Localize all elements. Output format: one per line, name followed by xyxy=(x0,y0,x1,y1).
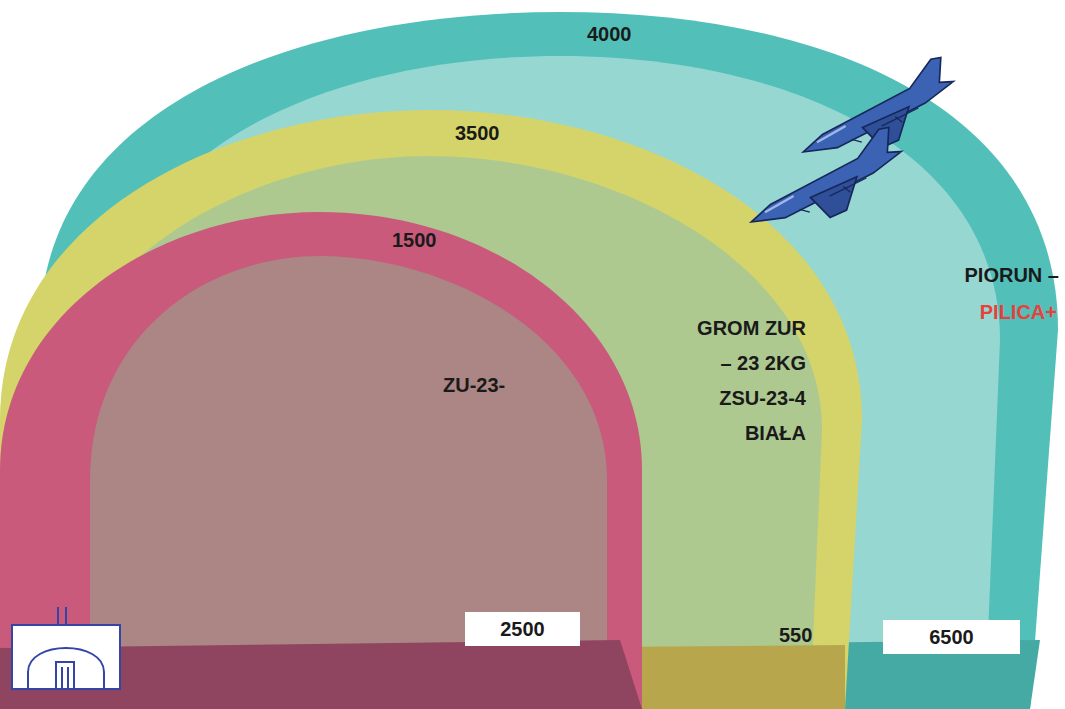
arch-part xyxy=(0,110,862,709)
weapon-label: ZU-23- xyxy=(443,373,505,397)
weapon-label: PIORUN – xyxy=(965,263,1059,287)
unit-symbol xyxy=(12,607,120,689)
weapon-list: GROM ZUR – 23 2KG ZSU-23-4 BIAŁA xyxy=(692,311,806,451)
altitude-label: 4000 xyxy=(587,22,632,46)
range-label: 550 xyxy=(779,623,812,647)
range-label: 6500 xyxy=(883,620,1020,654)
jet-aircraft xyxy=(738,55,966,248)
weapon-label: PILICA+ xyxy=(980,300,1057,324)
arch-part xyxy=(0,212,642,709)
altitude-label: 3500 xyxy=(455,121,500,145)
altitude-label: 1500 xyxy=(392,228,437,252)
arch-part xyxy=(90,256,607,709)
arch-part xyxy=(40,12,1058,709)
range-label: 2500 xyxy=(465,612,580,646)
